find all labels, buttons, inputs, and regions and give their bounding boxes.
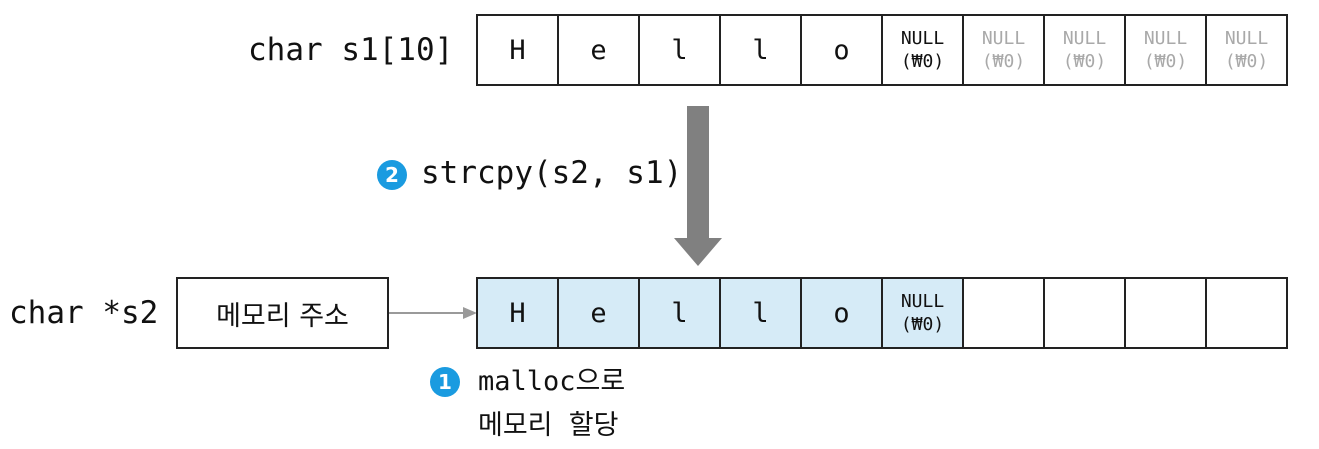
pointer-arrow-icon (389, 307, 477, 319)
null-escape: (₩0) (981, 51, 1026, 72)
s1-cell: l (638, 14, 721, 86)
s1-cell-null: NULL(₩0) (1043, 14, 1126, 86)
null-text: NULL (1062, 28, 1107, 49)
s1-cell-value: o (833, 34, 850, 66)
s1-cell-null: NULL(₩0) (1205, 14, 1288, 86)
s2-cell-value: l (752, 297, 769, 329)
s2-cell-value: e (590, 297, 607, 329)
step-2-badge: 2 (377, 160, 407, 190)
s2-array: H e l l o NULL(₩0) (476, 277, 1288, 349)
copy-arrow-icon (674, 106, 722, 266)
s1-cell-value: l (671, 34, 688, 66)
pointer-box-text: 메모리 주소 (216, 300, 349, 332)
malloc-note-line2: 메모리 할당 (478, 410, 619, 441)
null-escape: (₩0) (900, 314, 945, 335)
null-text: NULL (1224, 28, 1269, 49)
s1-cell: H (476, 14, 559, 86)
s1-cell: o (800, 14, 883, 86)
s2-cell-value: l (671, 297, 688, 329)
s1-cell: e (557, 14, 640, 86)
s2-cell-value: H (509, 297, 526, 329)
null-escape: (₩0) (1062, 51, 1107, 72)
null-text: NULL (981, 28, 1026, 49)
s1-cell-null: NULL(₩0) (881, 14, 964, 86)
s2-cell-empty (962, 277, 1045, 349)
s2-cell: o (800, 277, 883, 349)
s2-cell: H (476, 277, 559, 349)
s2-cell: e (557, 277, 640, 349)
null-text: NULL (1143, 28, 1188, 49)
malloc-note-line1: malloc으로 (478, 366, 626, 397)
s2-cell-empty (1205, 277, 1288, 349)
pointer-box: 메모리 주소 (176, 277, 389, 349)
s2-cell: l (638, 277, 721, 349)
step-1-badge: 1 (430, 367, 460, 397)
s2-cell: l (719, 277, 802, 349)
s2-cell-null: NULL(₩0) (881, 277, 964, 349)
s1-array: H e l l o NULL(₩0) NULL(₩0) NULL(₩0) NUL… (476, 14, 1288, 86)
s1-cell-null: NULL(₩0) (1124, 14, 1207, 86)
malloc-note: malloc으로 메모리 할당 (478, 360, 625, 448)
null-escape: (₩0) (1143, 51, 1188, 72)
s2-cell-empty (1124, 277, 1207, 349)
s1-label: char s1[10] (248, 32, 454, 68)
null-text: NULL (900, 28, 945, 49)
s1-cell-value: e (590, 34, 607, 66)
strcpy-label: strcpy(s2, s1) (421, 155, 683, 191)
s1-cell-value: l (752, 34, 769, 66)
s1-cell-value: H (509, 34, 526, 66)
null-escape: (₩0) (900, 51, 945, 72)
s2-cell-value: o (833, 297, 850, 329)
s2-label: char *s2 (9, 295, 159, 331)
null-escape: (₩0) (1224, 51, 1269, 72)
null-text: NULL (900, 291, 945, 312)
s2-cell-empty (1043, 277, 1126, 349)
s1-cell: l (719, 14, 802, 86)
s1-cell-null: NULL(₩0) (962, 14, 1045, 86)
